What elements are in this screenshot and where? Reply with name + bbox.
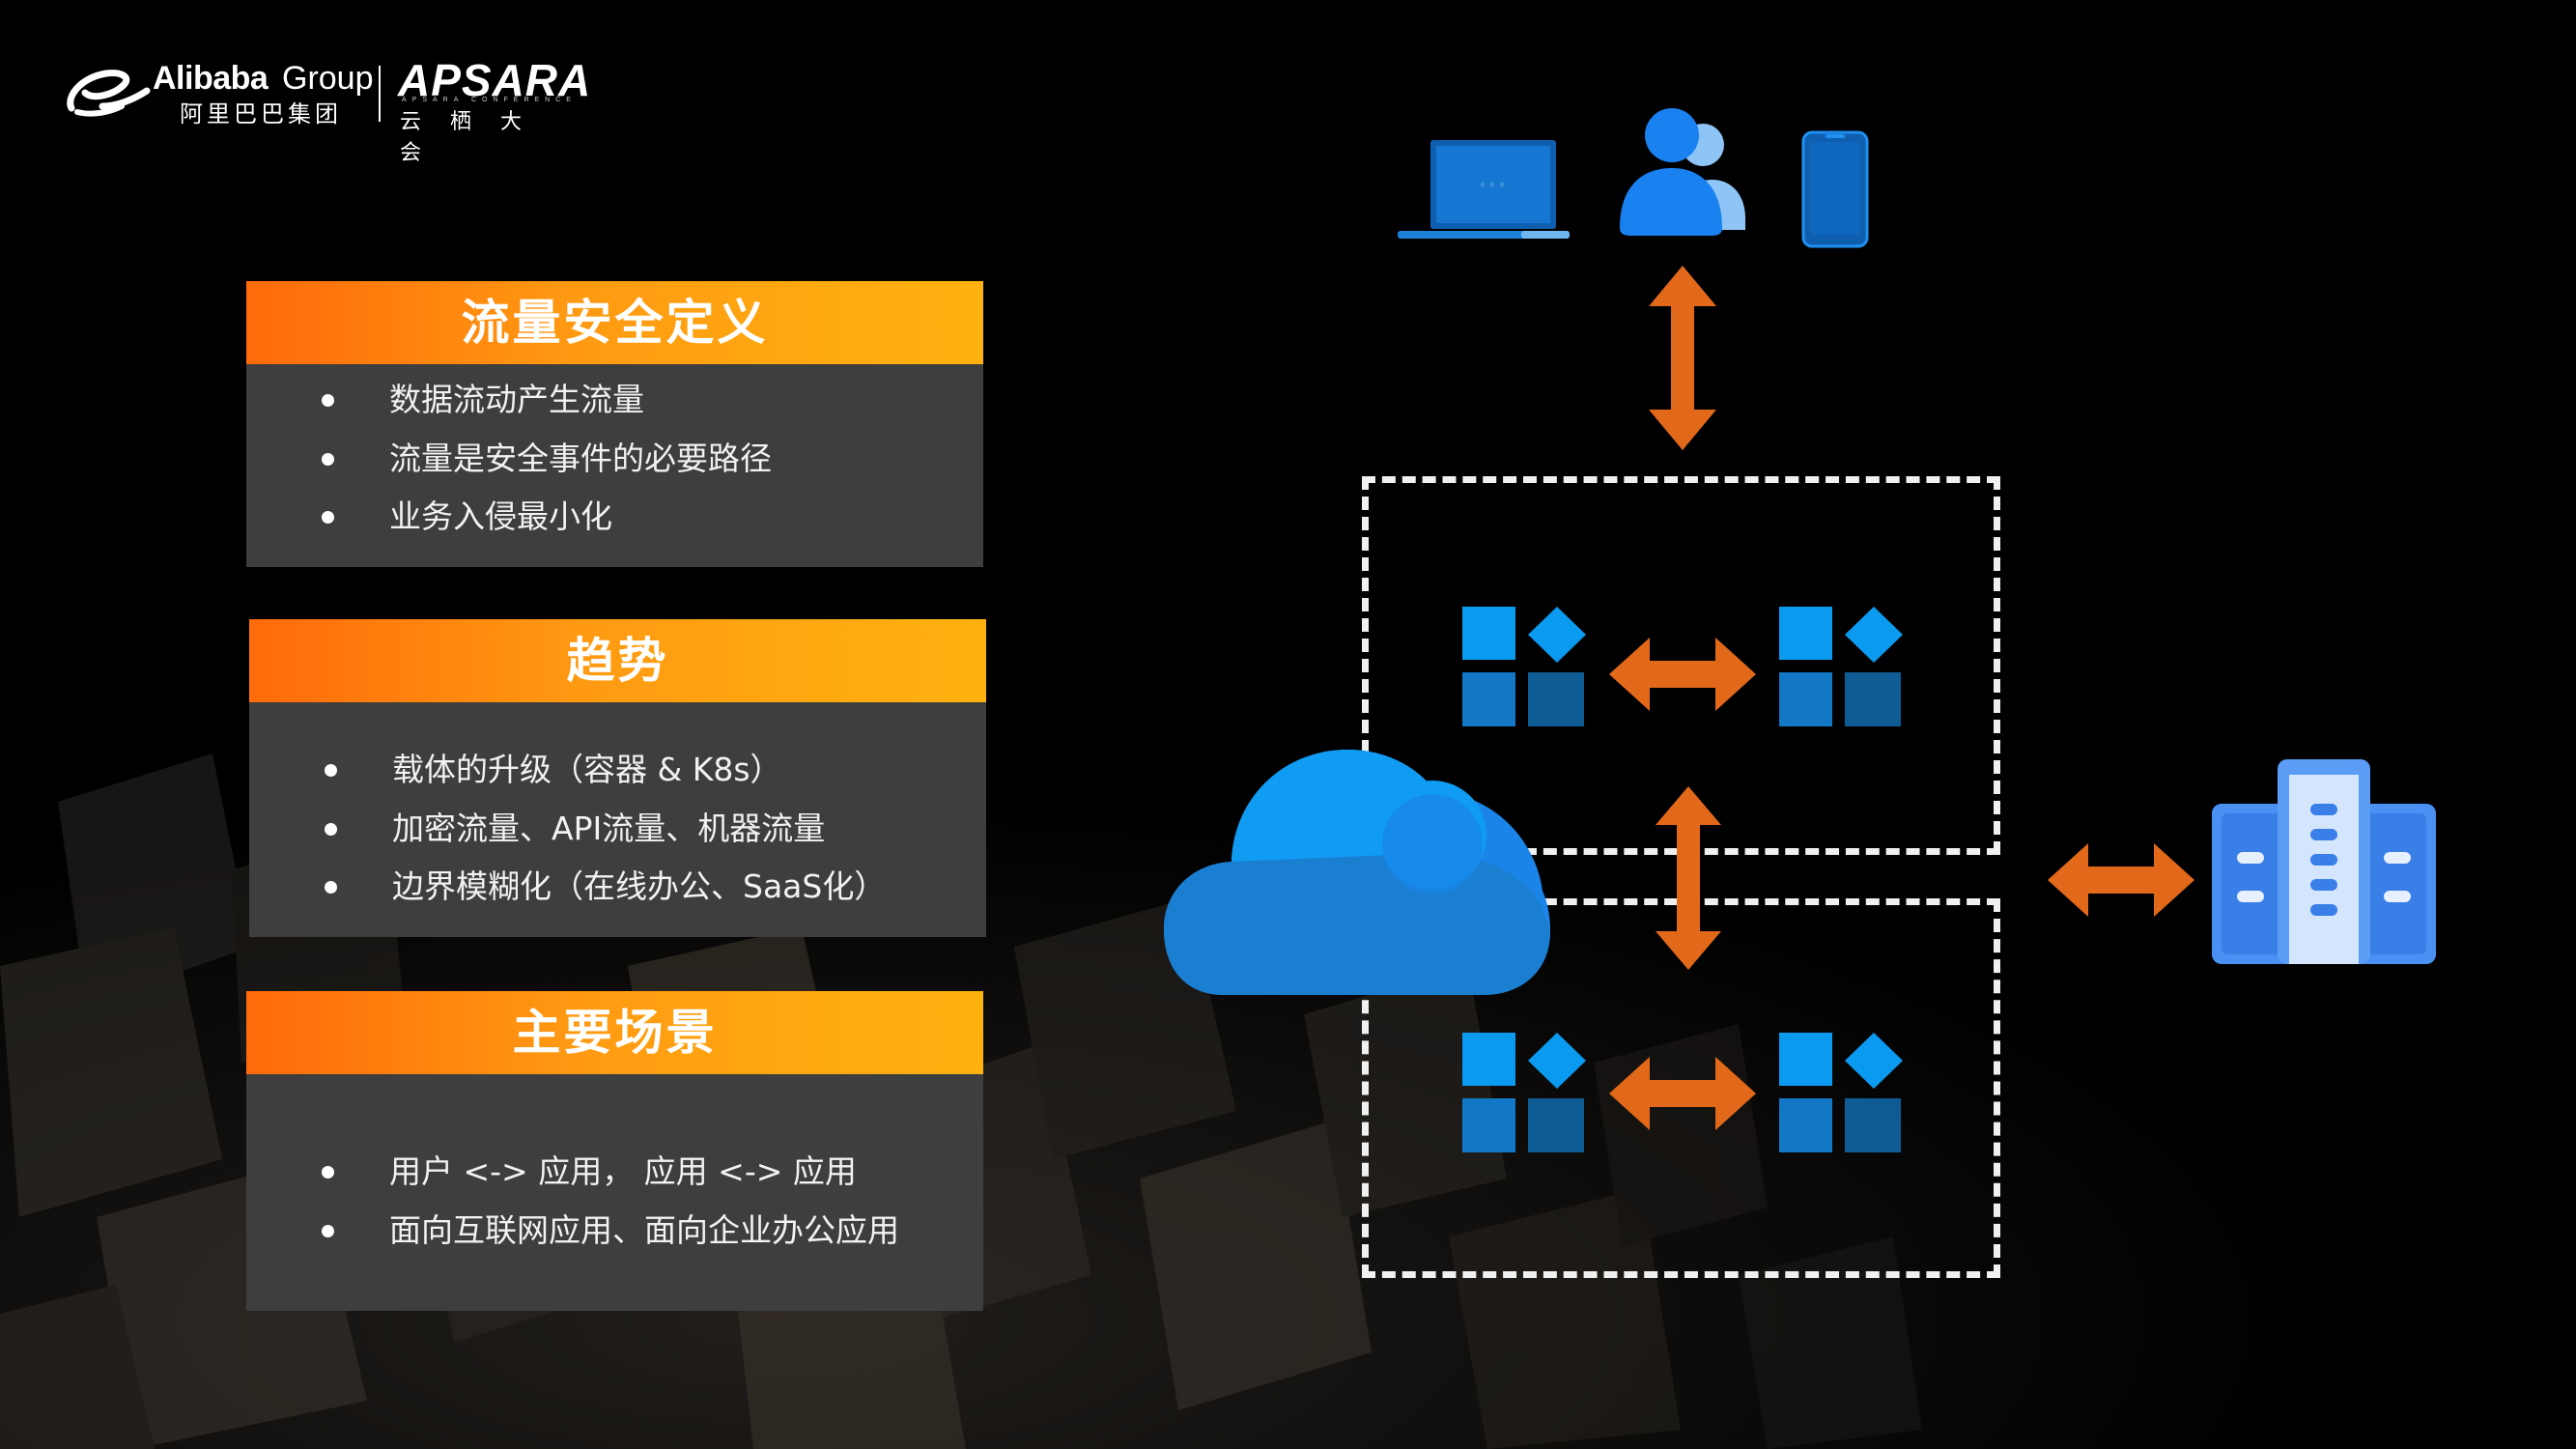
building-icon — [2212, 759, 2436, 964]
group-wordmark: Group — [282, 60, 374, 97]
bullet-icon — [322, 394, 334, 407]
panel-title-trends: 趋势 — [249, 619, 986, 702]
bullet-icon — [325, 764, 337, 777]
double-arrow-icon — [1609, 638, 1756, 711]
bullet-icon — [322, 1166, 334, 1179]
app-grid-icon — [1462, 1033, 1586, 1152]
apsara-subtitle: APSARA CONFERENCE — [402, 97, 577, 103]
apsara-logo: APSARA APSARA CONFERENCE 云栖大会 — [398, 54, 592, 164]
panel-title-definition: 流量安全定义 — [246, 281, 983, 364]
list-item-text: 业务入侵最小化 — [389, 497, 612, 535]
alibaba-cn-wordmark: 阿里巴巴集团 — [180, 101, 342, 128]
app-grid-icon — [1779, 1033, 1903, 1152]
bullet-icon — [322, 511, 334, 524]
alibaba-logo: Alibaba Group 阿里巴巴集团 — [64, 60, 374, 128]
bullet-icon — [325, 881, 337, 894]
users-icon — [1620, 108, 1745, 236]
cloud-icon — [1164, 750, 1550, 995]
double-arrow-icon — [1609, 1057, 1756, 1130]
list-item-text: 流量是安全事件的必要路径 — [389, 440, 772, 477]
bullet-icon — [322, 1225, 334, 1237]
double-arrow-icon — [1656, 786, 1721, 970]
panel-body-definition: 数据流动产生流量 流量是安全事件的必要路径 业务入侵最小化 — [246, 364, 983, 567]
laptop-icon — [1398, 140, 1570, 239]
panel-body-scenarios: 用户 <-> 应用， 应用 <-> 应用 面向互联网应用、面向企业办公应用 — [246, 1074, 983, 1311]
list-item-text: 载体的升级（容器 & K8s） — [392, 751, 782, 788]
app-grid-icon — [1462, 607, 1586, 726]
logo-divider — [379, 66, 381, 122]
apsara-cn-wordmark: 云栖大会 — [400, 109, 552, 164]
double-arrow-icon — [2048, 843, 2194, 917]
app-grid-icon — [1779, 607, 1903, 726]
list-item-text: 数据流动产生流量 — [389, 381, 644, 418]
bullet-icon — [325, 823, 337, 836]
double-arrow-icon — [1649, 266, 1716, 450]
panel-body-trends: 载体的升级（容器 & K8s） 加密流量、API流量、机器流量 边界模糊化（在线… — [249, 702, 986, 937]
phone-icon — [1801, 130, 1869, 248]
alibaba-mark-icon — [67, 70, 151, 117]
list-item-text: 加密流量、API流量、机器流量 — [392, 810, 826, 847]
panel-title-scenarios: 主要场景 — [246, 991, 983, 1074]
bullet-icon — [322, 453, 334, 466]
list-item-text: 面向互联网应用、面向企业办公应用 — [389, 1211, 899, 1249]
alibaba-wordmark: Alibaba — [153, 60, 269, 97]
apsara-wordmark: APSARA — [398, 55, 592, 105]
list-item-text: 用户 <-> 应用， 应用 <-> 应用 — [389, 1152, 857, 1190]
list-item-text: 边界模糊化（在线办公、SaaS化） — [392, 867, 887, 905]
